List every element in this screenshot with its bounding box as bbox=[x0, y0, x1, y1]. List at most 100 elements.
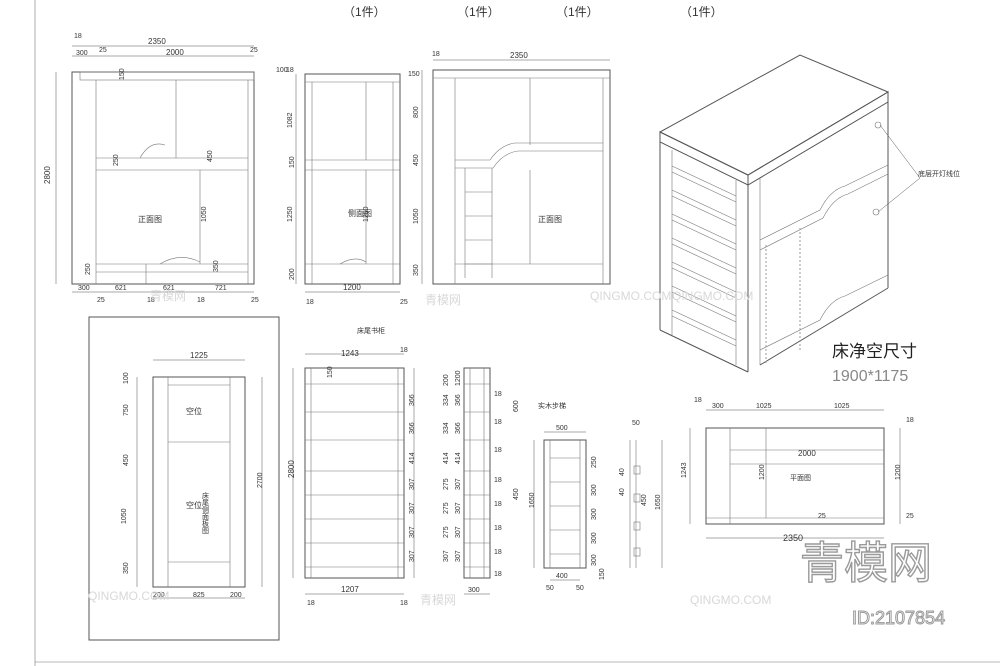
back-d350: 350 bbox=[413, 264, 420, 276]
side-d1250b: 1250 bbox=[363, 206, 370, 222]
front-b621b: 621 bbox=[163, 285, 175, 292]
side-label: 侧面图 bbox=[348, 208, 372, 218]
back-top-2350: 2350 bbox=[510, 51, 528, 60]
shelf-row-2: 366 bbox=[409, 422, 416, 434]
plan-outline bbox=[705, 427, 885, 525]
front-b18b: 18 bbox=[197, 297, 205, 304]
watermark-layer: 青模网 青模网 QINGMO.COM QINGMO.COM QINGMO.COM… bbox=[88, 289, 946, 629]
panel-label-mid: 空位 bbox=[186, 500, 202, 510]
qty-label-4: （1件） bbox=[680, 5, 723, 19]
side-outline bbox=[304, 73, 401, 285]
shelf-row-4: 307 bbox=[409, 478, 416, 490]
shelf-side: 200 334 334 414 275 275 275 307 1200 366… bbox=[443, 367, 520, 595]
watermark-site-2: QINGMO.COM bbox=[672, 289, 753, 303]
front-label: 正面图 bbox=[138, 215, 162, 224]
brand-logo: 青模网 bbox=[800, 538, 932, 589]
watermark-text-1: 青模网 bbox=[150, 289, 186, 303]
front-d250b: 250 bbox=[85, 263, 92, 275]
ladder-side-d450: 450 bbox=[641, 494, 648, 506]
qty-label-2: （1件） bbox=[457, 5, 500, 19]
front-top-300: 300 bbox=[76, 50, 88, 57]
side-col-c-2: 18 bbox=[494, 419, 502, 426]
watermark-site-1: QINGMO.COM bbox=[590, 289, 671, 303]
plan-d1200: 1200 bbox=[759, 464, 766, 480]
back-d150: 150 bbox=[408, 71, 420, 78]
plan-d1243: 1243 bbox=[681, 462, 688, 478]
ladder-d150: 150 bbox=[599, 568, 606, 580]
side-col-a-1: 200 bbox=[443, 374, 450, 386]
watermark-text-3: 青模网 bbox=[420, 593, 456, 607]
ladder-title: 实木步梯 bbox=[538, 401, 566, 410]
plan-d2000: 2000 bbox=[798, 449, 816, 458]
ladder-b50a: 50 bbox=[546, 585, 554, 592]
panel-b825: 825 bbox=[193, 592, 205, 599]
side-col-a-2: 334 bbox=[443, 394, 450, 406]
shelf-row-6: 307 bbox=[409, 526, 416, 538]
back-top-18: 18 bbox=[432, 51, 440, 58]
side-d150: 150 bbox=[289, 156, 296, 168]
plan-d1200b: 1200 bbox=[895, 464, 902, 480]
side-d600: 600 bbox=[513, 400, 520, 412]
back-outline bbox=[432, 69, 611, 285]
side-col-c-5: 18 bbox=[494, 501, 502, 508]
shelf-b18a: 18 bbox=[307, 600, 315, 607]
side-b18: 18 bbox=[306, 299, 314, 306]
front-b18a: 18 bbox=[147, 297, 155, 304]
front-top-18: 18 bbox=[74, 33, 82, 40]
side-d1250: 1250 bbox=[287, 206, 294, 222]
front-top-2000: 2000 bbox=[166, 48, 184, 57]
front-view: 正面图 2350 18 300 25 2000 25 2800 150 250 … bbox=[43, 33, 259, 304]
back-label: 正面图 bbox=[538, 215, 562, 224]
iso-top bbox=[658, 54, 890, 176]
side-d200: 200 bbox=[289, 268, 296, 280]
ladder-side-d40b: 40 bbox=[619, 488, 626, 496]
ladder-side-d50: 50 bbox=[632, 420, 640, 427]
panel-label-side: 床尾侧面板图 bbox=[202, 491, 210, 535]
ladder-b400: 400 bbox=[556, 573, 568, 580]
side-col-c-7: 18 bbox=[494, 549, 502, 556]
panel-b200b: 200 bbox=[230, 592, 242, 599]
panel-d350: 350 bbox=[123, 562, 130, 574]
ladder-side-view: 50 40 40 450 1650 bbox=[619, 420, 663, 568]
qty-label-1: （1件） bbox=[343, 5, 386, 19]
iso-dimension: 1900*1175 bbox=[832, 368, 908, 385]
side-view: 侧面图 100 18 1082 150 1250 200 1250 1200 1… bbox=[276, 67, 408, 306]
shelf-top-1243: 1243 bbox=[341, 349, 359, 358]
side-col-a-3: 334 bbox=[443, 422, 450, 434]
shelf-row-7: 307 bbox=[409, 550, 416, 562]
side-bottom: 1200 bbox=[343, 283, 361, 292]
plan-top-1025b: 1025 bbox=[834, 403, 850, 410]
shelf-side-outline bbox=[463, 367, 491, 579]
iso-view: 底层开灯线位 床净空尺寸 1900*1175 bbox=[658, 54, 960, 385]
back-d1050: 1050 bbox=[413, 208, 420, 224]
panel-top-1225: 1225 bbox=[190, 351, 208, 360]
shelf-row-1: 366 bbox=[409, 394, 416, 406]
shelf-outline bbox=[304, 367, 405, 579]
side-col-a-6: 275 bbox=[443, 502, 450, 514]
side-d450: 450 bbox=[513, 488, 520, 500]
panel-d750: 750 bbox=[123, 404, 130, 416]
ladder-side-d1650: 1650 bbox=[655, 494, 662, 510]
front-b25b: 25 bbox=[251, 297, 259, 304]
qty-label-3: （1件） bbox=[556, 5, 599, 19]
side-col-a-4: 414 bbox=[443, 452, 450, 464]
front-outline bbox=[71, 71, 255, 285]
panel-frame bbox=[88, 316, 280, 641]
shelf-title: 床尾书柜 bbox=[357, 326, 385, 335]
side-d1082: 1082 bbox=[287, 112, 294, 128]
front-top-25b: 25 bbox=[250, 47, 258, 54]
shelf-b18b: 18 bbox=[400, 600, 408, 607]
side-col-b-5: 307 bbox=[455, 478, 462, 490]
front-b721: 721 bbox=[215, 285, 227, 292]
side-d300: 300 bbox=[468, 587, 480, 594]
ladder-height: 1650 bbox=[529, 492, 536, 508]
panel-d2700: 2700 bbox=[257, 472, 264, 488]
shelf-row-3: 414 bbox=[409, 452, 416, 464]
front-top-total: 2350 bbox=[148, 37, 166, 46]
side-col-a-8: 307 bbox=[443, 550, 450, 562]
shelf-front: 床尾书柜 1243 18 150 2800 366 366 414 307 30… bbox=[287, 326, 416, 607]
plan-top-18: 18 bbox=[694, 397, 702, 404]
side-col-b-1: 1200 bbox=[455, 370, 462, 386]
side-col-b-8: 307 bbox=[455, 550, 462, 562]
